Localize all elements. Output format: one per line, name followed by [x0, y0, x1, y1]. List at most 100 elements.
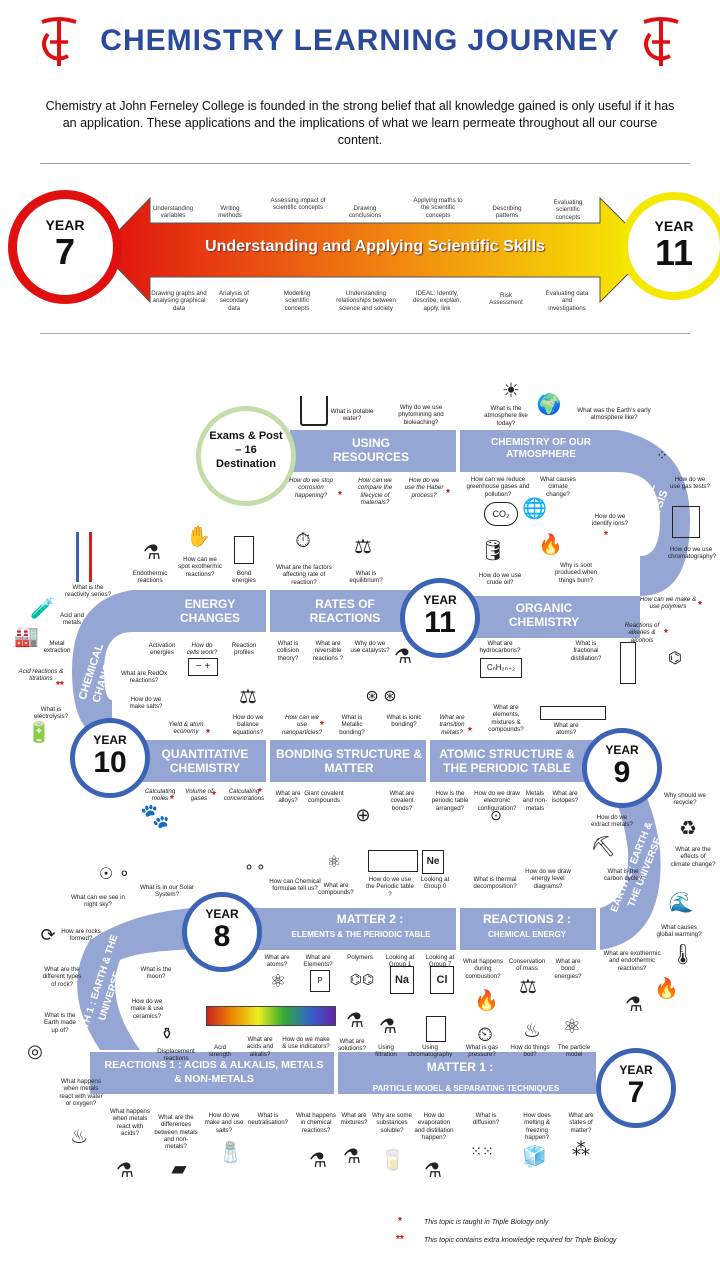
electrolysis-icon: 🔋 [26, 722, 52, 744]
periodic-table-icon [540, 706, 606, 720]
filtration-icon: ⚗ [379, 1016, 397, 1038]
balance-scale-icon: ⚖ [354, 536, 372, 558]
question-item: What is gas pressure? [465, 1044, 499, 1059]
dissolving-icon: 🥛 [380, 1150, 405, 1172]
pot-water-icon: ♨ [70, 1126, 88, 1148]
question-item: Using filtration [375, 1044, 397, 1059]
destination-text: Exams & Post – 16 Destination [209, 430, 283, 470]
topic-reactions2-sub: CHEMICAL ENERGY [487, 930, 567, 939]
topic-rates: RATES OF REACTIONS [309, 597, 381, 625]
topic-bonding: BONDING STRUCTURE & MATTER [276, 747, 422, 775]
year10-circle: YEAR 10 [70, 718, 150, 798]
topic-quantitative: QUANTITATIVE CHEMISTRY [161, 747, 249, 775]
question-item: What is the carbon cycle? [603, 868, 643, 883]
triple-star: * [446, 488, 450, 499]
question-item: What are hydrocarbons? [479, 640, 521, 655]
year7-number: 7 [627, 1076, 645, 1109]
topic-organic: ORGANIC CHEMISTRY [508, 601, 580, 629]
battery-icon: − + [188, 658, 218, 676]
question-item: Looking at Group 0 [420, 876, 450, 891]
skill-top-5: Applying maths to the scientific concept… [413, 197, 463, 219]
water-glass-icon [300, 396, 328, 426]
question-item: Acid and metals [59, 612, 85, 627]
question-item: How is the periodic table arranged? [431, 790, 469, 812]
oil-barrel-icon: 🛢 [480, 540, 506, 562]
year8-label: YEAR [205, 907, 239, 921]
question-item: How do we make and use salts? [204, 1112, 244, 1134]
question-item: What are RedOx reactions? [120, 670, 168, 685]
topic-matter2-title: MATTER 2 : [336, 912, 404, 926]
question-item: Metals and non-metals [522, 790, 548, 812]
question-item: How do we make & use indicators? [282, 1036, 330, 1051]
reaction-flask-icon: ⚗ [309, 1150, 327, 1172]
particle-model-icon: ⚛ [563, 1016, 581, 1038]
question-item: What is neutralisation? [247, 1112, 289, 1127]
footnote-star-1: * [398, 1216, 402, 1227]
question-item: What is collision theory? [276, 640, 299, 662]
salt-shaker-icon: 🧂 [218, 1142, 243, 1164]
calculator-icon [234, 536, 254, 564]
question-item: What are exothermic and endothermic reac… [603, 950, 661, 972]
divider-top [40, 163, 690, 164]
question-item: How do we use the Periodic table ? [366, 876, 414, 898]
question-item: How can we use nanoparticles? [281, 714, 323, 736]
element-neon-icon: Ne [422, 850, 444, 874]
question-item: How do we extract metals? [591, 814, 633, 829]
beaker-icon: ⚗ [143, 542, 161, 564]
year8-circle: YEAR 8 [182, 892, 262, 972]
skill-bottom-1: Drawing graphs and analysing graphical d… [151, 290, 207, 312]
triple-star: * [258, 787, 262, 798]
catalyst-flask-icon: ⚗ [394, 646, 412, 668]
skills-year11-label: YEAR [654, 218, 694, 234]
chromatography-icon [672, 506, 700, 538]
year10-number: 10 [93, 746, 127, 779]
question-item: How does melting & freezing happen? [523, 1112, 551, 1141]
year11-label: YEAR [423, 593, 457, 607]
question-item: How do we balance equations? [232, 714, 264, 736]
question-item: Why are some substances soluble? [372, 1112, 412, 1134]
topic-atomic: ATOMIC STRUCTURE & THE PERIODIC TABLE [439, 747, 575, 775]
topic-matter2-sub: ELEMENTS & THE PERIODIC TABLE [291, 930, 431, 939]
topic-matter1-title: MATTER 1 : [426, 1060, 494, 1074]
question-item: How do evaporation and distillation happ… [414, 1112, 454, 1141]
ph-scale-icon [206, 1006, 336, 1026]
question-item: What happens when metals react with wate… [59, 1078, 103, 1107]
question-item: Acid strength [208, 1044, 232, 1059]
question-item: What is Metallic bonding? [339, 714, 365, 736]
reactivity-series-icon [76, 532, 92, 582]
question-item: What causes global warming? [656, 924, 702, 939]
rock-cycle-icon: ⟳ [40, 925, 56, 945]
question-item: Why is soot produced when things burn? [554, 562, 598, 584]
acid-pour-icon: 🧪 [30, 598, 55, 620]
question-item: What is fractional distillation? [570, 640, 602, 662]
question-item: Why do we use phytomining and bioleachin… [398, 404, 444, 426]
footnote-text-2: This topic contains extra knowledge requ… [424, 1237, 617, 1244]
question-item: What are atoms? [553, 722, 579, 737]
year9-number: 9 [613, 756, 631, 789]
sun-icon: ☀ [502, 380, 520, 402]
skill-top-7: Evaluating scientific concepts [553, 199, 583, 221]
molecule-icon: ⌬ [668, 650, 682, 667]
question-item: What are mixtures? [340, 1112, 368, 1127]
chemical-formula-icon: ⚬⚬ [243, 859, 267, 875]
question-item: Volume of gases [185, 788, 213, 803]
topic-reactions1: REACTIONS 1 : ACIDS & ALKALIS, METALS & … [104, 1059, 324, 1085]
question-item: How do we make & use ceramics? [130, 998, 164, 1020]
footnote-text-1: This topic is taught in Triple Biology o… [424, 1219, 549, 1226]
earth-globe-icon: 🌍 [536, 394, 562, 416]
footnote-star-2: ** [396, 1234, 404, 1245]
flame-icon: 🔥 [474, 990, 499, 1012]
conical-flask-icon: ⚗ [346, 1010, 364, 1032]
stopwatch-icon: ⏱ [295, 530, 311, 552]
skill-top-3: Assessing impact of scientific concepts [270, 197, 326, 212]
skill-bottom-3: Modelling scientific concepts [283, 290, 311, 312]
skill-bottom-5: IDEAL: Identify, describe, explain, appl… [412, 290, 462, 312]
topic-matter1-sub: PARTICLE MODEL & SEPARATING TECHNIQUES [372, 1084, 560, 1093]
question-item: How do we use crude oil? [478, 572, 522, 587]
skill-top-2: Writing methods [218, 205, 242, 220]
element-sodium-icon: Na [390, 966, 414, 994]
atom-icon: ⊙ [490, 807, 502, 823]
question-item: Looking at Group 7 [425, 954, 455, 969]
question-item: The particle model [557, 1044, 591, 1059]
question-item: Endothermic reactions [132, 570, 168, 585]
